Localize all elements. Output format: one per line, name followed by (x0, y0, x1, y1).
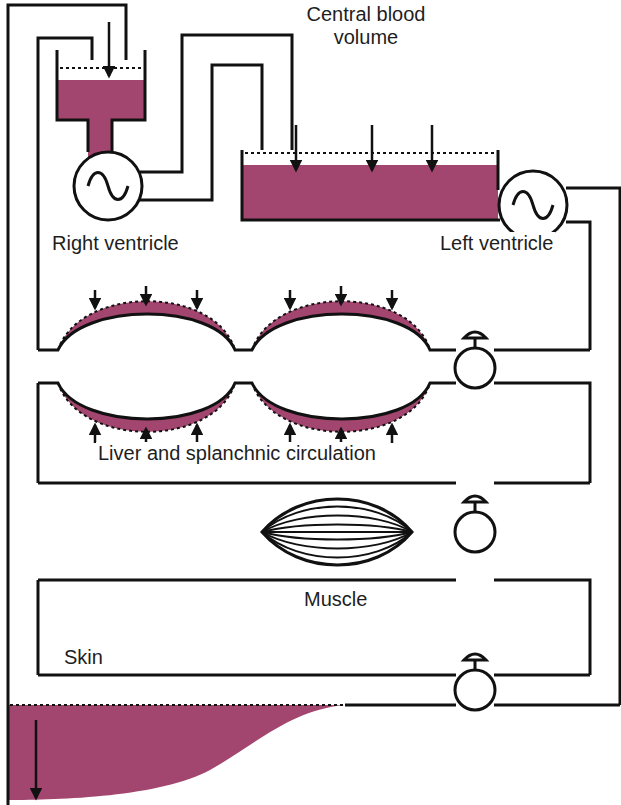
ventricle-pump (74, 152, 567, 239)
dotted-level (10, 68, 495, 705)
volume-label: Central blood volume (298, 3, 434, 49)
muscle-bed (242, 483, 412, 580)
flow-arrow (36, 22, 432, 798)
ventricle-label: Right ventricle (50, 232, 181, 255)
valve (455, 332, 495, 710)
vessel-wall (8, 5, 620, 805)
skin-label: Skin (62, 646, 105, 669)
circulation-label: Liver and splanchnic circulation (96, 442, 378, 465)
ventricle-label: Left ventricle (438, 232, 555, 255)
muscle-label: Muscle (302, 588, 369, 611)
blood-fill (8, 80, 498, 800)
